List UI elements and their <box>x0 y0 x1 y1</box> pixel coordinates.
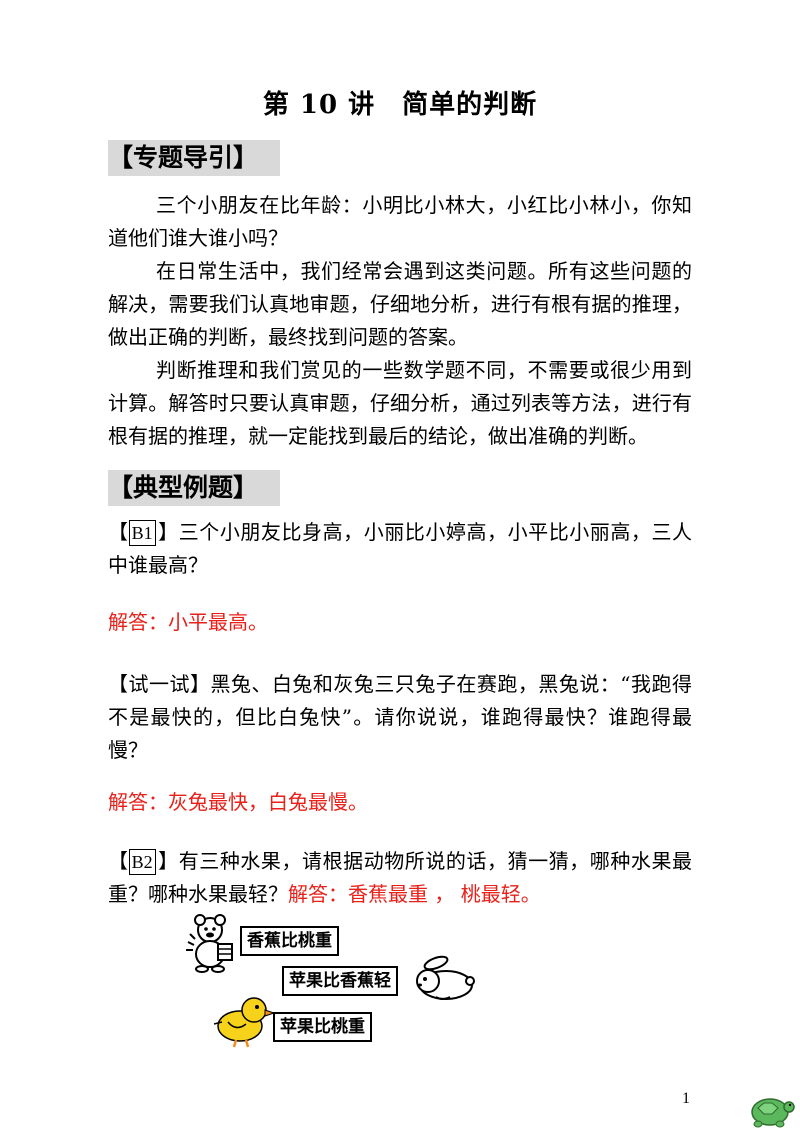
turtle-icon <box>751 1098 795 1128</box>
intro-paragraph-2: 在日常生活中，我们经常会遇到这类问题。所有这些问题的解决，需要我们认真地审题，仔… <box>108 259 692 349</box>
example-b2: 【B2】有三种水果，请根据动物所说的话，猜一猜，哪种水果最重？哪种水果最轻？解答… <box>108 845 692 911</box>
example-b1: 【B1】三个小朋友比身高，小丽比小婷高，小平比小丽高，三人中谁最高？ <box>108 516 692 582</box>
example-b1-answer: 解答：小平最高。 <box>108 610 268 634</box>
speech-bear: 香蕉比桃重 <box>240 926 339 956</box>
chick-icon <box>213 997 276 1048</box>
try-answer: 解答：灰兔最快，白兔最慢。 <box>108 790 368 814</box>
try-exercise: 【试一试】黑兔、白兔和灰兔三只兔子在赛跑，黑兔说：“我跑得不是最快的，但比白兔快… <box>108 668 692 767</box>
example-b2-tag: 【B2】 <box>108 849 179 875</box>
intro-paragraph-1: 三个小朋友在比年龄：小明比小林大，小红比小林小，你知道他们谁大谁小吗？ <box>108 193 692 250</box>
rabbit-icon <box>416 955 475 1000</box>
example-b1-question: 三个小朋友比身高，小丽比小婷高，小平比小丽高，三人中谁最高？ <box>108 520 693 577</box>
example-b2-answer: 解答：香蕉最重 ， 桃最轻。 <box>288 882 541 906</box>
section-heading-examples: 【典型例题】 <box>108 470 280 506</box>
try-question: 黑兔、白兔和灰兔三只兔子在赛跑，黑兔说：“我跑得不是最快的，但比白兔快”。请你说… <box>108 672 693 762</box>
speech-chick: 苹果比桃重 <box>273 1012 372 1042</box>
section-heading-intro: 【专题导引】 <box>108 140 280 176</box>
intro-paragraph-3: 判断推理和我们赏见的一些数学题不同，不需要或很少用到计算。解答时只要认真审题，仔… <box>108 358 692 448</box>
example-b2-question: 有三种水果，请根据动物所说的话，猜一猜，哪种水果最重？哪种水果最轻？ <box>108 849 693 906</box>
example-b1-tag: 【B1】 <box>108 520 179 546</box>
page-number: 1 <box>682 1090 690 1107</box>
speech-rabbit: 苹果比香蕉轻 <box>282 966 398 996</box>
page-title: 第 10 讲 简单的判断 <box>262 90 538 120</box>
try-label: 【试一试】 <box>108 672 211 696</box>
bear-icon <box>186 914 233 973</box>
